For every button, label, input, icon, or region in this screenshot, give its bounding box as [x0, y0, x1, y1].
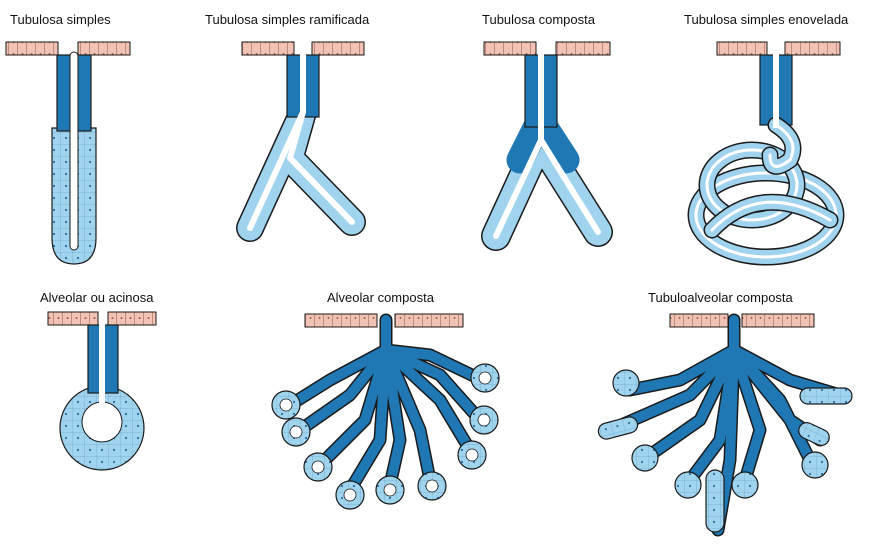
- surface-epithelium: [555, 41, 611, 56]
- surface-epithelium: [741, 313, 815, 328]
- lumen: [99, 322, 105, 408]
- surface-epithelium: [241, 41, 295, 56]
- coil: [687, 116, 845, 266]
- acini-lumens: [279, 371, 492, 502]
- surface-epithelium: [483, 41, 537, 56]
- lumen: [247, 49, 355, 231]
- surface-epithelium: [304, 313, 378, 328]
- title-alveolar-acinar: Alveolar ou acinosa: [40, 290, 154, 305]
- panel-tubular-simple: [5, 41, 131, 265]
- secretory-ends: [597, 369, 853, 533]
- ducts: [283, 313, 487, 497]
- surface-epithelium: [107, 311, 157, 326]
- panel-tubular-compound: [481, 41, 613, 251]
- panel-tubular-simple-coiled: [687, 41, 845, 266]
- ducts: [603, 313, 847, 537]
- title-tubuloalveolar-compound: Tubuloalveolar composta: [648, 290, 793, 305]
- title-tubular-compound: Tubulosa composta: [482, 12, 595, 27]
- panel-tubuloalveolar-compound: [597, 313, 853, 537]
- title-tubular-simple-coiled: Tubulosa simples enovelada: [684, 12, 849, 27]
- lumen: [773, 52, 779, 128]
- surface-epithelium: [784, 41, 841, 56]
- lumen: [69, 51, 79, 251]
- title-tubular-simple: Tubulosa simples: [10, 12, 111, 27]
- surface-epithelium: [77, 41, 131, 56]
- surface-epithelium: [669, 313, 729, 328]
- panel-alveolar-acinar: [47, 311, 157, 471]
- lumen: [493, 49, 601, 239]
- panel-tubular-simple-branched: [236, 41, 366, 242]
- title-alveolar-compound: Alveolar composta: [327, 290, 434, 305]
- surface-epithelium: [5, 41, 59, 56]
- title-tubular-simple-branched: Tubulosa simples ramificada: [205, 12, 370, 27]
- surface-epithelium: [311, 41, 365, 56]
- panel-alveolar-compound: [271, 313, 500, 510]
- surface-epithelium: [716, 41, 768, 56]
- surface-epithelium: [394, 313, 464, 328]
- surface-epithelium: [47, 311, 99, 326]
